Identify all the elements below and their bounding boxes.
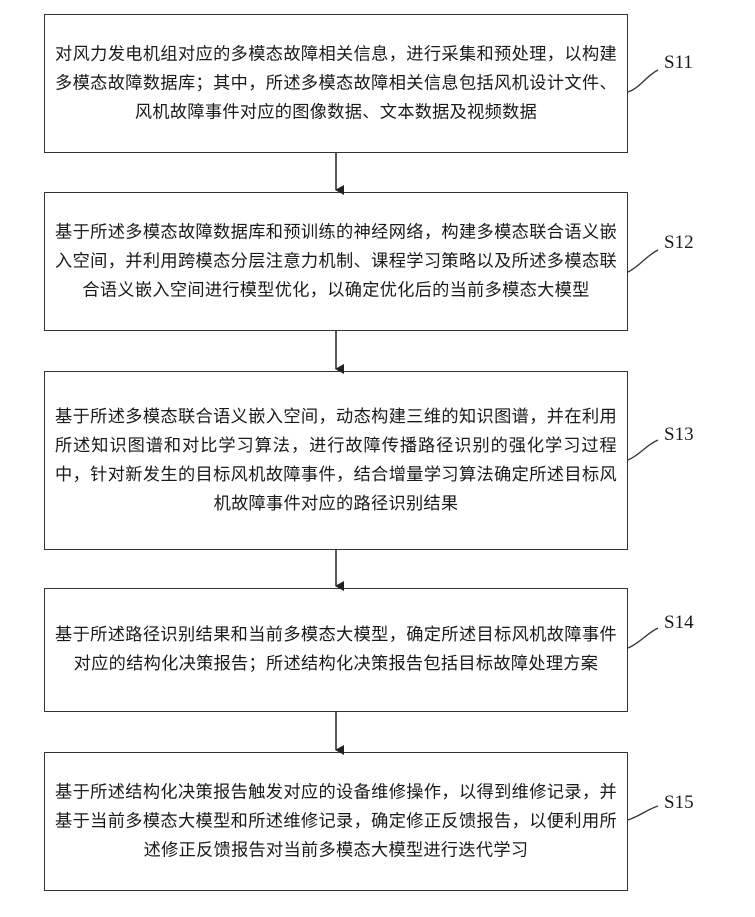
label-leader-s15 — [628, 806, 658, 820]
step-label-s11: S11 — [664, 52, 693, 74]
step-label-s13: S13 — [664, 424, 694, 446]
label-leader-s12 — [628, 250, 658, 272]
step-label-s12: S12 — [664, 232, 694, 254]
label-leader-s14 — [628, 628, 658, 648]
label-leader-s11 — [628, 70, 658, 92]
step-label-s14: S14 — [664, 612, 694, 634]
label-leader-s13 — [628, 440, 658, 460]
step-label-s15: S15 — [664, 792, 694, 814]
